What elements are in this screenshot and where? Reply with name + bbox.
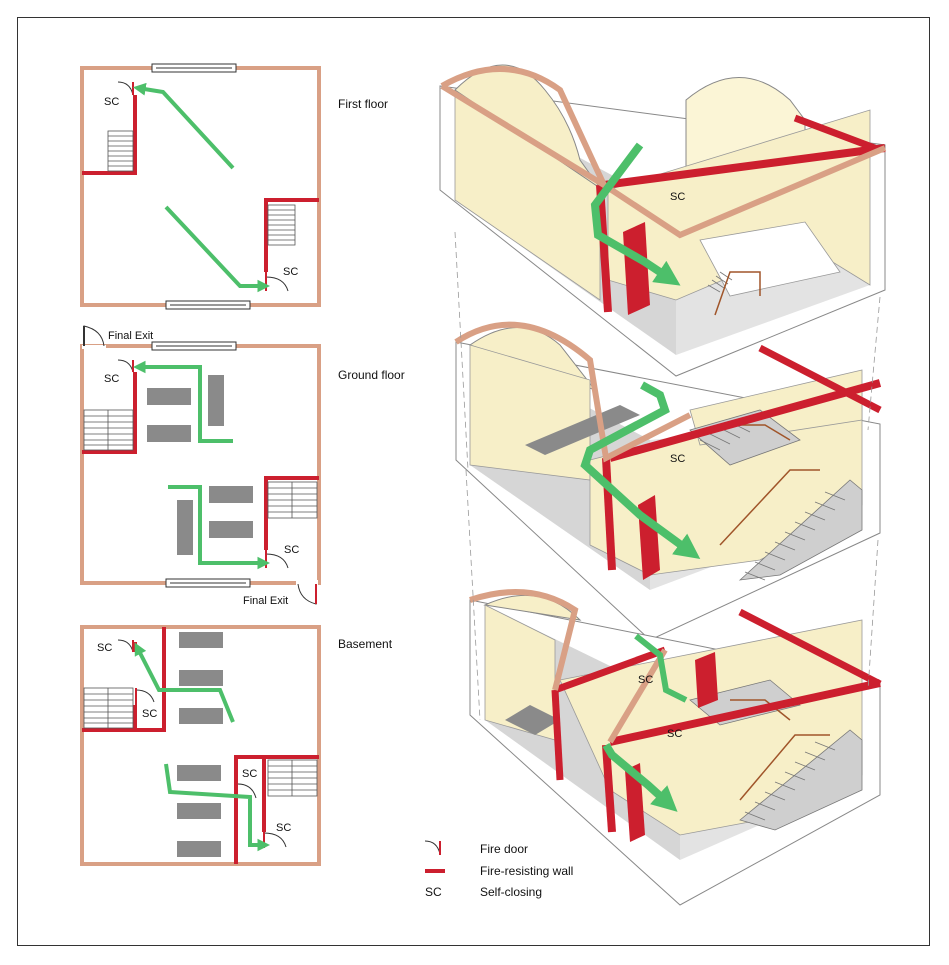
sc-label: SC xyxy=(97,642,112,654)
sc-label: SC xyxy=(283,266,298,278)
fire-door xyxy=(695,652,718,708)
stairs xyxy=(83,687,134,729)
fire-resisting-wall xyxy=(758,344,882,414)
outer-wall-top xyxy=(469,589,668,744)
fire-resisting-wall xyxy=(264,198,319,272)
escape-route-arrow xyxy=(164,205,271,293)
handrail xyxy=(714,271,761,316)
outer-wall-top xyxy=(440,66,887,239)
fire-door xyxy=(623,222,650,315)
first-floor-plan: SC SC xyxy=(80,63,321,310)
legend-fire-resisting-wall: Fire-resisting wall xyxy=(480,864,573,878)
fire-door-icon xyxy=(265,553,289,569)
fire-resisting-wall xyxy=(738,608,882,688)
ground-floor-plan: SC SC Final Exit Final Exit xyxy=(80,325,321,607)
escape-route-arrow xyxy=(134,642,235,723)
legend: Fire door Fire-resisting wall SC Self-cl… xyxy=(424,840,573,899)
sc-label: SC xyxy=(284,544,299,556)
furniture xyxy=(177,632,223,857)
fire-resisting-wall xyxy=(602,457,616,571)
fire-resisting-wall xyxy=(602,744,616,833)
iso-first-floor: SC xyxy=(439,64,887,377)
fire-resisting-wall xyxy=(234,755,319,864)
fire-resisting-wall xyxy=(82,372,137,454)
sc-label: SC xyxy=(242,768,257,780)
sc-label: SC xyxy=(104,373,119,385)
fire-resisting-wall xyxy=(553,646,667,694)
sc-label: SC xyxy=(670,191,685,203)
iso-basement: SC SC xyxy=(469,589,882,906)
fire-door-icon xyxy=(424,840,441,855)
escape-route-arrow xyxy=(164,763,271,852)
stairs xyxy=(707,271,733,293)
fire-resisting-wall xyxy=(609,679,881,746)
escape-route-arrow xyxy=(132,82,235,170)
fire-resisting-wall xyxy=(608,379,882,462)
fire-resisting-wall xyxy=(596,184,612,313)
escape-route-arrow xyxy=(634,633,688,703)
sc-label: SC xyxy=(142,708,157,720)
sc-label: SC xyxy=(638,674,653,686)
fire-door-icon xyxy=(265,276,289,292)
floor-label-basement: Basement xyxy=(338,637,393,651)
fire-resisting-wall xyxy=(82,627,166,732)
final-exit-door-icon xyxy=(83,325,105,347)
floor-label-ground: Ground floor xyxy=(338,368,405,382)
outer-wall-top xyxy=(454,321,692,463)
basement-plan: SC SC SC SC xyxy=(80,625,321,866)
fire-resisting-wall xyxy=(264,476,319,550)
fire-door-icon xyxy=(237,783,257,799)
stairs xyxy=(267,481,318,519)
escape-route-arrow xyxy=(602,742,678,812)
final-exit-label: Final Exit xyxy=(108,330,153,342)
fire-resisting-wall xyxy=(82,95,137,175)
final-exit-door-icon xyxy=(297,583,317,605)
legend-sc-key: SC xyxy=(425,885,442,899)
fire-resisting-wall xyxy=(551,689,564,781)
handrail xyxy=(719,424,820,546)
stairs xyxy=(689,409,863,581)
sc-label: SC xyxy=(104,96,119,108)
furniture xyxy=(525,405,640,455)
escape-route-arrow xyxy=(590,142,681,286)
diagram-frame xyxy=(17,17,930,946)
floor-connector-lines xyxy=(454,231,881,721)
sc-label: SC xyxy=(670,453,685,465)
legend-self-closing: Self-closing xyxy=(480,885,542,899)
sc-label: SC xyxy=(667,728,682,740)
fire-door-icon xyxy=(263,832,287,848)
escape-route-arrow xyxy=(132,360,233,443)
stairs xyxy=(107,130,134,172)
final-exit-label: Final Exit xyxy=(243,595,288,607)
fire-resisting-wall xyxy=(793,114,882,154)
furniture xyxy=(505,705,560,735)
fire-door-icon xyxy=(135,689,155,703)
stairs xyxy=(267,204,296,246)
floor-label-first: First floor xyxy=(338,97,388,111)
furniture xyxy=(147,375,253,555)
stairs xyxy=(83,409,134,451)
fire-resisting-wall xyxy=(603,144,886,189)
escape-route-arrow xyxy=(580,381,701,560)
handrail xyxy=(730,699,830,801)
stairs xyxy=(267,759,318,797)
iso-ground-floor: SC xyxy=(454,321,882,641)
sc-label: SC xyxy=(276,822,291,834)
legend-fire-door: Fire door xyxy=(480,842,528,856)
escape-route-arrow xyxy=(168,485,271,570)
